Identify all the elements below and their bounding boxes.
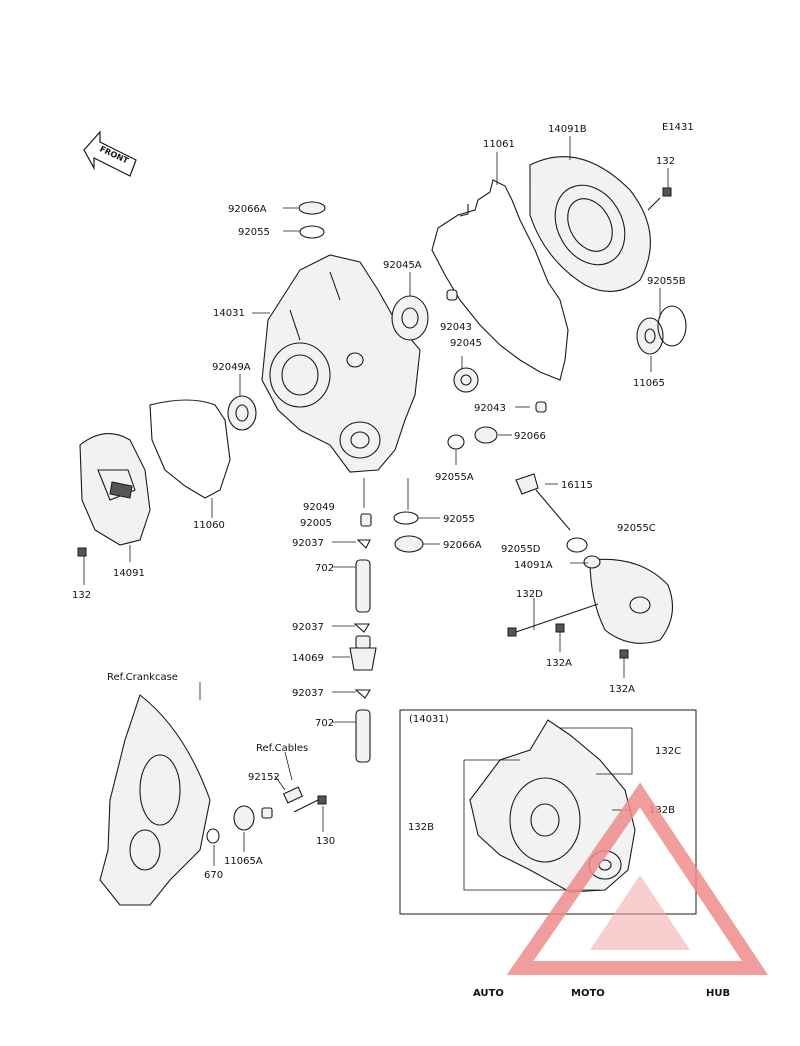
cover-14091a (583, 555, 674, 644)
bearing-92045 (453, 367, 479, 393)
watermark-moto: MOTO (571, 988, 605, 999)
watermark-auto: AUTO (473, 988, 504, 999)
label-702-b: 702 (315, 718, 334, 729)
seal-11065 (636, 317, 664, 355)
dowel-92043-a (446, 289, 458, 301)
label-14069: 14069 (292, 653, 324, 664)
front-arrow-icon: FRONT (83, 130, 137, 177)
label-92055d: 92055D (501, 544, 541, 555)
oring-92055b (657, 305, 687, 347)
label-132b-left: 132B (408, 822, 434, 833)
bolt-132-left (77, 547, 87, 557)
label-ref-crankcase: Ref.Crankcase (107, 672, 178, 683)
watermark-hub: HUB (706, 988, 730, 999)
inset-cover-14031 (469, 719, 636, 893)
label-132d: 132D (516, 589, 543, 600)
label-92049: 92049 (303, 502, 335, 513)
label-14091: 14091 (113, 568, 145, 579)
label-14091b: 14091B (548, 124, 587, 135)
label-670: 670 (204, 870, 223, 881)
crankcase-ref (99, 694, 211, 906)
cover-14091 (79, 433, 151, 546)
label-130: 130 (316, 836, 335, 847)
label-92055b: 92055B (647, 276, 686, 287)
bearing-92045a (391, 295, 429, 341)
part-92152 (282, 786, 304, 804)
label-11065: 11065 (633, 378, 665, 389)
label-92049a: 92049A (212, 362, 251, 373)
label-11065a: 11065A (224, 856, 263, 867)
label-702-a: 702 (315, 563, 334, 574)
label-14031: 14031 (213, 308, 245, 319)
label-92152: 92152 (248, 772, 280, 783)
bolt-132d (507, 603, 599, 637)
oring-92055-mid (393, 511, 419, 525)
oring-92055-top (299, 225, 325, 239)
cover-14091b (529, 156, 651, 292)
label-132-left: 132 (72, 590, 91, 601)
label-92066: 92066 (514, 431, 546, 442)
watermark-logo (506, 782, 769, 975)
label-92043-a: 92043 (440, 322, 472, 333)
dipstick-16115 (515, 473, 571, 531)
bolt-132-top (647, 187, 672, 211)
label-14091a: 14091A (514, 560, 553, 571)
label-11060: 11060 (193, 520, 225, 531)
oring-92055a (447, 434, 465, 450)
label-92066a-top: 92066A (228, 204, 267, 215)
label-92055a: 92055A (435, 472, 474, 483)
label-132c: 132C (655, 746, 681, 757)
label-92037-b: 92037 (292, 622, 324, 633)
cap-92066a-mid (394, 535, 424, 553)
label-132b-right: 132B (649, 805, 675, 816)
label-132a-a: 132A (546, 658, 572, 669)
clamp-92037-a (356, 539, 371, 549)
label-92045a: 92045A (383, 260, 422, 271)
plug-92005 (360, 513, 372, 527)
label-92043-b: 92043 (474, 403, 506, 414)
seal-11065a (233, 805, 255, 831)
clamp-92037-b (353, 623, 370, 633)
label-92037-c: 92037 (292, 688, 324, 699)
oring-92055d (566, 537, 588, 553)
label-11061: 11061 (483, 139, 515, 150)
label-92045: 92045 (450, 338, 482, 349)
label-132a-b: 132A (609, 684, 635, 695)
gasket-11061 (431, 179, 569, 381)
label-92055c: 92055C (617, 523, 656, 534)
label-92005: 92005 (300, 518, 332, 529)
inset-box (399, 709, 697, 915)
diagram-code: E1431 (662, 122, 694, 133)
cap-92066a-top (298, 201, 326, 215)
clamp-92037-c (354, 689, 371, 699)
label-92055-top: 92055 (238, 227, 270, 238)
bolt-132a-b (619, 649, 629, 659)
cover-14031 (261, 254, 421, 473)
label-132-top: 132 (656, 156, 675, 167)
filter-14069 (349, 635, 377, 671)
plug-92066 (474, 426, 498, 444)
seal-92049a (227, 395, 257, 431)
label-92066a-mid: 92066A (443, 540, 482, 551)
dowel-92043-b (535, 401, 547, 413)
gasket-11060 (149, 399, 231, 499)
bolt-132a-a (555, 623, 565, 633)
label-16115: 16115 (561, 480, 593, 491)
bolt-130 (293, 795, 327, 813)
label-ref-cables: Ref.Cables (256, 743, 308, 754)
hose-702-a (355, 559, 371, 613)
label-92055-mid: 92055 (443, 514, 475, 525)
oring-670 (206, 828, 220, 844)
label-inset-title: (14031) (409, 714, 449, 725)
hose-702-b (355, 709, 371, 763)
label-92037-a: 92037 (292, 538, 324, 549)
